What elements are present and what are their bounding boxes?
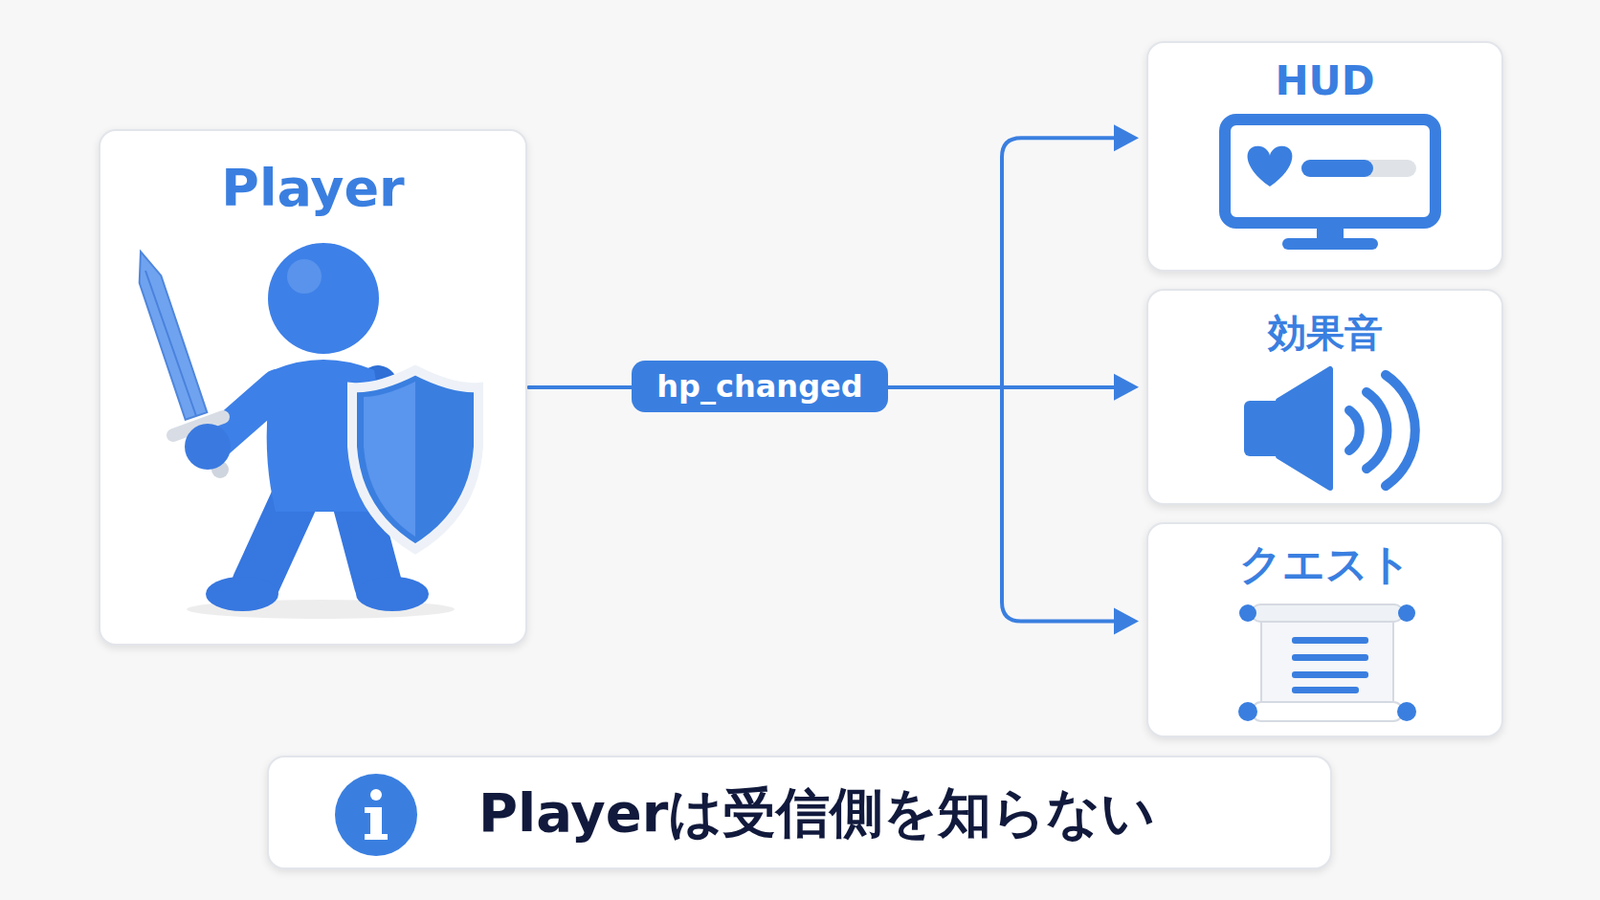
arrow-head [1113,124,1139,152]
node-title: Player [221,158,404,219]
connector-line [529,137,1120,388]
receiver-box: クエスト [1146,522,1504,738]
info-icon [268,757,461,872]
node-title: クエスト [1239,540,1412,590]
node-title: 効果音 [1267,311,1383,356]
node-title: HUD [1274,58,1375,105]
node-title: Playerは受信側を知らない [478,782,1156,845]
receiver-box: HUD [1146,41,1504,272]
signal-connector [529,124,1139,388]
arrow-head [1113,608,1139,636]
connector-line [529,387,1120,623]
player-box: Player [98,129,528,646]
arrow-head [1113,374,1139,401]
signal-name: hp_changed [656,368,863,405]
signal-pill: hp_changed [631,360,888,413]
note-box: Playerは受信側を知らない [266,755,1333,870]
signal-connector [529,387,1139,636]
receiver-box: 効果音 [1146,288,1504,506]
